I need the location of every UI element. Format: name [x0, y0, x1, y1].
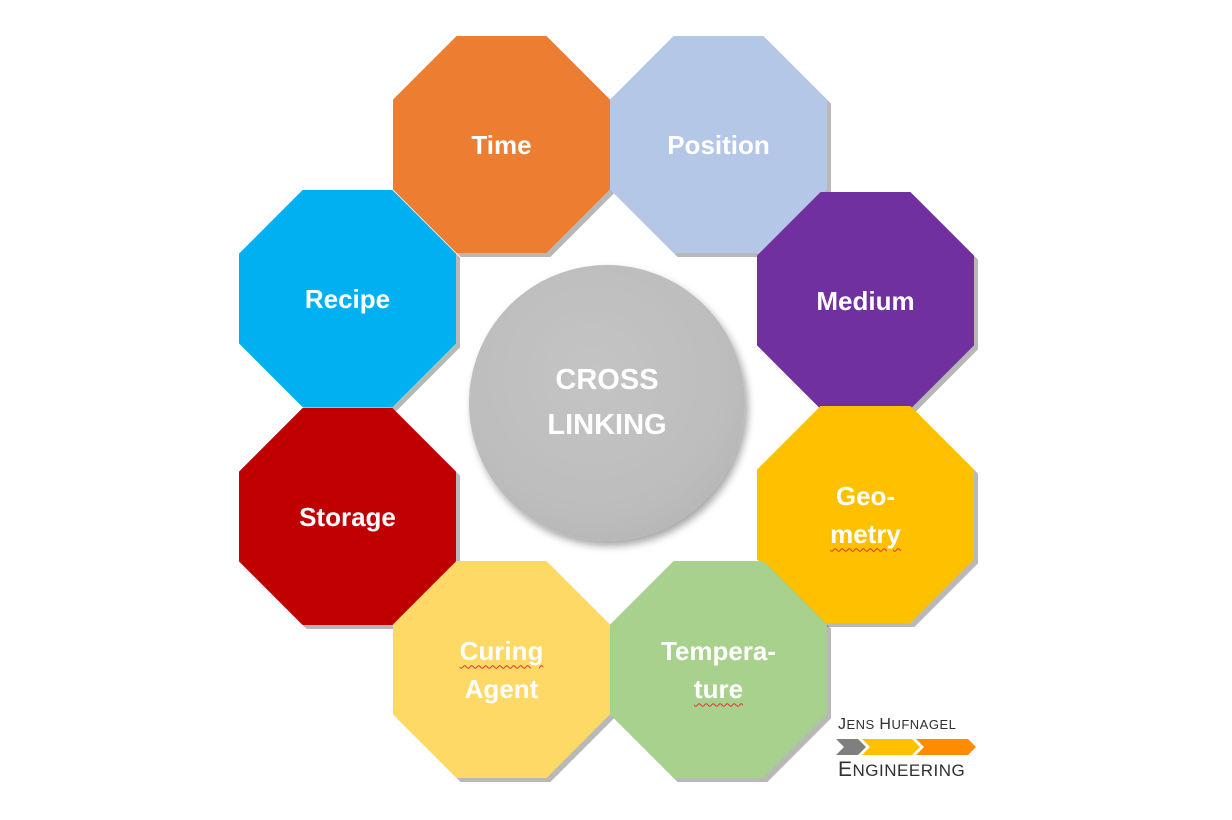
label-line: Curing — [459, 635, 544, 666]
node-temperature-label: Tempera- ture — [661, 632, 776, 708]
node-recipe: Recipe — [239, 190, 456, 407]
node-curing-agent-label: Curing Agent — [460, 632, 544, 708]
label-line: ture — [693, 673, 744, 704]
node-recipe-label: Recipe — [304, 283, 391, 314]
node-storage-label: Storage — [299, 501, 396, 532]
company-logo: JENS HUFNAGEL ENGINEERING — [836, 716, 976, 782]
node-medium: Medium — [757, 192, 974, 409]
center-circle: CROSS LINKING — [469, 265, 745, 541]
node-storage: Storage — [239, 408, 456, 625]
center-label: CROSS LINKING — [547, 364, 667, 441]
logo-tagline: ENGINEERING — [838, 758, 966, 781]
label-line: Agent — [464, 673, 539, 704]
grey-chevron — [836, 739, 866, 755]
node-geometry-label: Geo- metry — [830, 477, 901, 553]
node-position-label: Position — [667, 129, 770, 160]
label-line: Geo- — [835, 480, 896, 511]
orange-chevron-light — [862, 739, 920, 755]
node-position: Position — [610, 36, 827, 253]
node-geometry: Geo- metry — [757, 406, 974, 623]
orange-chevron-dark — [916, 739, 976, 755]
node-medium-label: Medium — [816, 285, 915, 316]
chevron-arrows-icon — [836, 739, 976, 755]
logo-name: JENS HUFNAGEL — [838, 716, 957, 733]
node-temperature: Tempera- ture — [610, 561, 827, 778]
node-curing-agent: Curing Agent — [393, 561, 610, 778]
label-line: metry — [830, 518, 901, 549]
node-time: Time — [393, 36, 610, 253]
label-line: Tempera- — [660, 635, 777, 666]
node-time-label: Time — [471, 129, 532, 160]
